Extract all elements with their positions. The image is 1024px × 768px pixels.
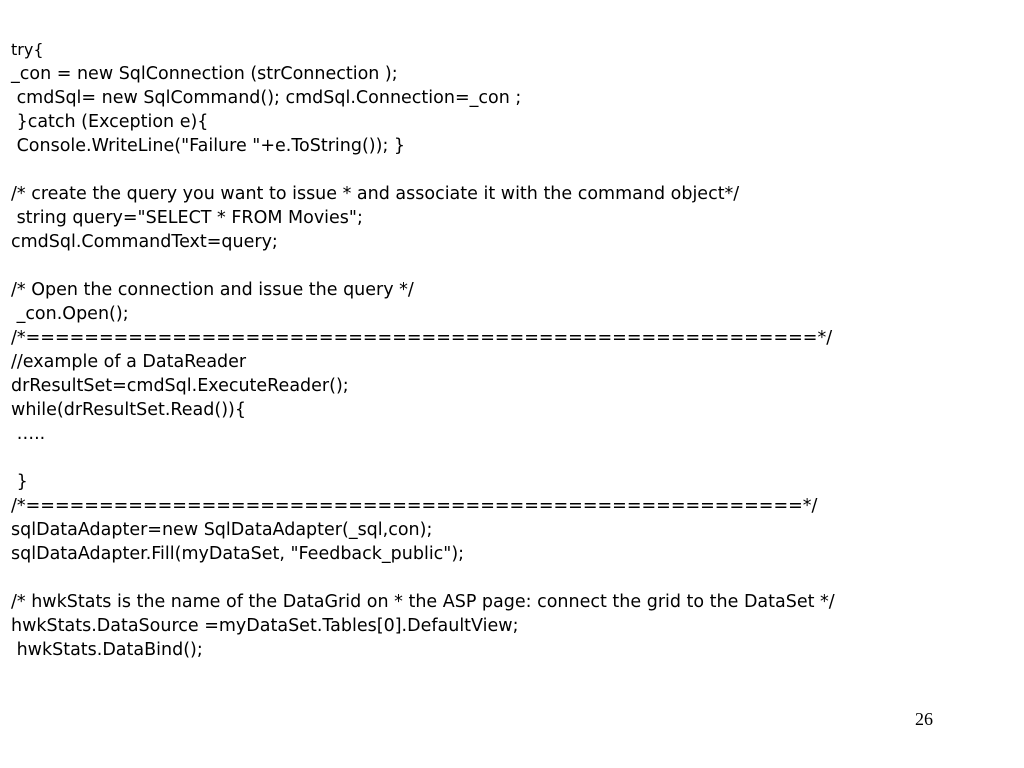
code-line: /* hwkStats is the name of the DataGrid … — [11, 592, 835, 612]
code-line: _con = new SqlConnection (strConnection … — [11, 64, 398, 84]
page-number: 26 — [915, 709, 933, 729]
code-line: try{ — [11, 40, 44, 59]
code-line: //example of a DataReader — [11, 352, 247, 372]
code-line: cmdSql= new SqlCommand(); cmdSql.Connect… — [11, 88, 522, 108]
code-line: drResultSet=cmdSql.ExecuteReader(); — [11, 376, 349, 396]
code-block: try{ _con = new SqlConnection (strConnec… — [11, 38, 1011, 662]
code-line: ….. — [11, 424, 46, 444]
code-line: sqlDataAdapter.Fill(myDataSet, "Feedback… — [11, 544, 465, 564]
code-line: sqlDataAdapter=new SqlDataAdapter(_sql,c… — [11, 520, 433, 540]
code-line: /* create the query you want to issue * … — [11, 184, 740, 204]
blank-line — [11, 566, 1011, 590]
code-line: string query="SELECT * FROM Movies"; — [11, 208, 363, 228]
code-line: cmdSql.CommandText=query; — [11, 232, 278, 252]
code-line: } — [11, 472, 28, 492]
blank-line — [11, 158, 1011, 182]
blank-line — [11, 446, 1011, 470]
blank-line — [11, 254, 1011, 278]
code-line: hwkStats.DataSource =myDataSet.Tables[0]… — [11, 616, 519, 636]
separator-line: /*======================================… — [11, 496, 818, 516]
code-line: /* Open the connection and issue the que… — [11, 280, 414, 300]
code-line: _con.Open(); — [11, 304, 129, 324]
separator-line: /*======================================… — [11, 328, 833, 348]
code-line: while(drResultSet.Read()){ — [11, 400, 246, 420]
code-line: hwkStats.DataBind(); — [11, 640, 203, 660]
code-line: }catch (Exception e){ — [11, 112, 209, 132]
code-line: Console.WriteLine("Failure "+e.ToString(… — [11, 136, 406, 156]
